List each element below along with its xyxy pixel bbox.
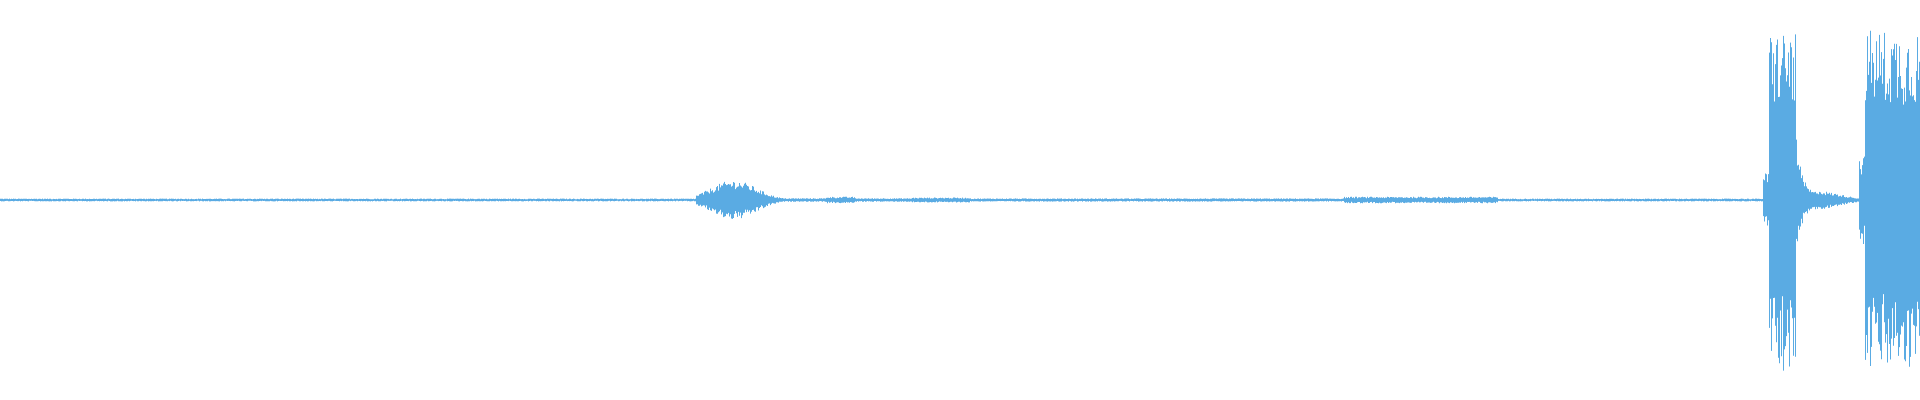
waveform-samples bbox=[0, 30, 1920, 371]
waveform-path bbox=[0, 30, 1920, 371]
